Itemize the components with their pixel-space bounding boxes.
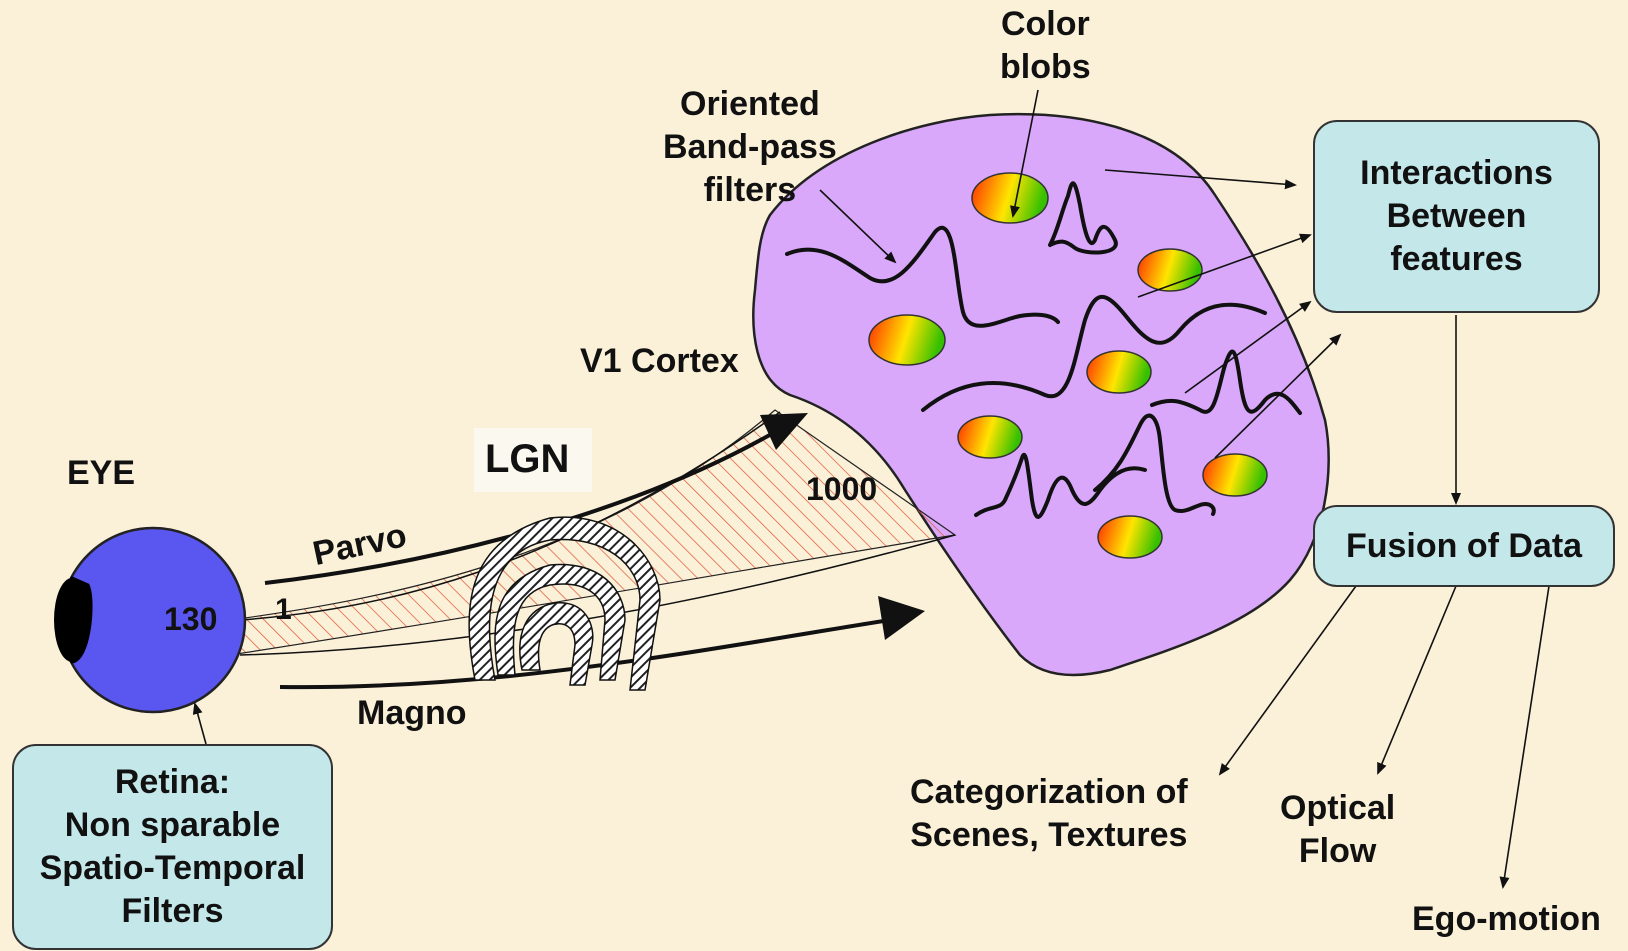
lgn-label: LGN xyxy=(485,438,569,481)
fiber-count-1000-label: 1000 xyxy=(806,468,877,511)
interactions-line-2: Between xyxy=(1360,195,1553,238)
color-blobs-line-1: Color xyxy=(1000,3,1091,46)
interactions-box: Interactions Between features xyxy=(1313,120,1600,313)
optical-flow-line-1: Optical xyxy=(1280,787,1395,830)
fusion-box: Fusion of Data xyxy=(1313,505,1615,587)
fiber-count-1-label: 1 xyxy=(275,588,292,631)
categorization-line-1: Categorization of xyxy=(910,771,1188,814)
magno-label: Magno xyxy=(357,692,467,735)
categorization-line-2: Scenes, Textures xyxy=(910,814,1188,857)
arrow-fusion-to-optical-flow xyxy=(1378,586,1456,773)
color-blob xyxy=(958,416,1022,458)
ego-motion-label: Ego-motion xyxy=(1412,898,1601,941)
interactions-line-1: Interactions xyxy=(1360,152,1553,195)
eye-pupil-fill xyxy=(54,578,90,662)
retina-line-1: Retina: xyxy=(40,761,306,804)
oriented-filters-label: Oriented Band-pass filters xyxy=(663,83,837,212)
retina-line-3: Spatio-Temporal xyxy=(40,847,306,890)
oriented-filters-line-2: Band-pass xyxy=(663,126,837,169)
arrow-fusion-to-ego-motion xyxy=(1503,586,1549,887)
color-blob xyxy=(869,315,945,365)
categorization-label: Categorization of Scenes, Textures xyxy=(910,771,1188,857)
color-blobs-line-2: blobs xyxy=(1000,46,1091,89)
interactions-line-3: features xyxy=(1360,238,1553,281)
optical-flow-line-2: Flow xyxy=(1280,830,1395,873)
color-blob xyxy=(1098,516,1162,558)
optical-flow-label: Optical Flow xyxy=(1280,787,1395,873)
magno-arrowhead xyxy=(878,596,925,640)
oriented-filters-line-1: Oriented xyxy=(663,83,837,126)
v1-cortex-label: V1 Cortex xyxy=(580,340,739,383)
retina-line-4: Filters xyxy=(40,890,306,933)
eye-label: EYE xyxy=(67,452,135,495)
color-blob xyxy=(1087,351,1151,393)
eye-count-label: 130 xyxy=(164,598,217,641)
arrow-retina-to-eye xyxy=(195,704,206,744)
retina-box: Retina: Non sparable Spatio-Temporal Fil… xyxy=(12,744,333,950)
color-blob xyxy=(1203,454,1267,496)
oriented-filters-line-3: filters xyxy=(663,169,837,212)
retina-line-2: Non sparable xyxy=(40,804,306,847)
color-blobs-label: Color blobs xyxy=(1000,3,1091,89)
color-blob xyxy=(972,173,1048,223)
